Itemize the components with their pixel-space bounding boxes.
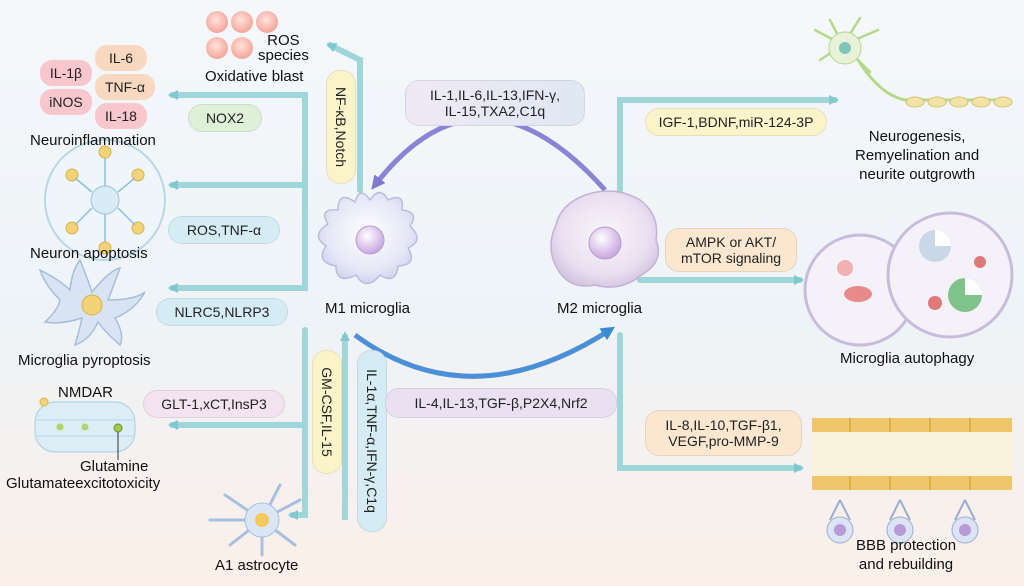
glutamine-label: Glutamine xyxy=(80,458,149,475)
cytokine-tnfa: TNF-α xyxy=(95,74,155,100)
pill-ros-tnfa: ROS,TNF-α xyxy=(168,216,280,244)
microglia-autophagy-label: Microglia autophagy xyxy=(840,350,975,367)
a1-astrocyte-icon xyxy=(208,483,302,557)
pill-igf1-bdnf: IGF-1,BDNF,miR-124-3P xyxy=(645,108,827,136)
glutamate-excitotoxicity-label: Glutamateexcitotoxicity xyxy=(6,475,161,492)
m1-microglia-icon xyxy=(317,191,418,285)
pill-nfkb-notch-text: NF-κB,Notch xyxy=(333,86,349,168)
cytokine-il18: IL-18 xyxy=(95,103,147,129)
pill-m2-to-m1-cytokines: IL-1,IL-6,IL-13,IFN-γ, IL-15,TXA2,C1q xyxy=(405,80,585,126)
oxidative-blast-label: Oxidative blast xyxy=(205,68,304,85)
apoptotic-neuron-icon xyxy=(44,139,166,261)
bbb-mediator-line2: VEGF,pro-MMP-9 xyxy=(668,433,779,449)
ampk-line2: mTOR signaling xyxy=(680,250,782,266)
pill-ampk-akt-mtor: AMPK or AKT/ mTOR signaling xyxy=(665,228,797,272)
pill-il1a-tnfa-ifng-c1q: IL-1α,TNF-α,IFN-γ,C1q xyxy=(357,350,387,532)
pill-il1a-text: IL-1α,TNF-α,IFN-γ,C1q xyxy=(364,369,380,513)
pill-glt1-xct-insp3: GLT-1,xCT,InsP3 xyxy=(143,390,285,418)
neurogenesis-line3: neurite outgrowth xyxy=(859,166,976,183)
cytokine-il6: IL-6 xyxy=(95,45,147,71)
m1-microglia-label: M1 microglia xyxy=(325,300,411,317)
cytokine-inos: iNOS xyxy=(40,89,92,115)
myelinated-neuron-icon xyxy=(813,16,1013,108)
bbb-mediator-line1: IL-8,IL-10,TGF-β1, xyxy=(665,417,782,433)
autophagy-cell-icon xyxy=(803,211,1014,347)
pill-nlrc5-nlrp3: NLRC5,NLRP3 xyxy=(156,298,288,326)
pill-nox2: NOX2 xyxy=(188,104,262,132)
m1-output-arrows xyxy=(168,42,363,520)
m1-to-m2-arrow xyxy=(353,326,616,379)
glutamate-synapse-icon xyxy=(34,397,136,460)
nmdar-label: NMDAR xyxy=(58,384,113,401)
neuroinflammation-label: Neuroinflammation xyxy=(30,132,156,149)
microglia-pyroptosis-label: Microglia pyroptosis xyxy=(18,352,151,369)
neuron-apoptosis-label: Neuron apoptosis xyxy=(30,245,148,262)
bbb-vessel-icon xyxy=(812,418,1012,544)
bbb-line1: BBB protection xyxy=(856,537,957,554)
m2-microglia-label: M2 microglia xyxy=(557,300,643,317)
pyroptotic-microglia-icon xyxy=(38,258,146,347)
a1-astrocyte-label: A1 astrocyte xyxy=(215,557,299,574)
neurogenesis-label: Neurogenesis, Remyelination and neurite … xyxy=(855,127,979,184)
m2-output-arrows xyxy=(617,95,839,473)
pill-m1-to-m2-cytokines: IL-4,IL-13,TGF-β,P2X4,Nrf2 xyxy=(385,388,617,418)
ampk-line1: AMPK or AKT/ xyxy=(685,234,777,250)
cytokine-il1b: IL-1β xyxy=(40,60,92,86)
pill-gmcsf-il15: GM-CSF,IL-15 xyxy=(312,350,342,474)
neurogenesis-line1: Neurogenesis, xyxy=(868,128,966,145)
m2-to-m1-arrow xyxy=(371,116,607,192)
neurogenesis-line2: Remyelination and xyxy=(855,147,980,164)
ros-label: ROS species xyxy=(258,33,309,63)
ros-spheres-icon xyxy=(206,11,278,59)
bbb-label: BBB protection and rebuilding xyxy=(856,536,956,574)
bbb-line2: and rebuilding xyxy=(858,556,954,573)
pill-nfkb-notch: NF-κB,Notch xyxy=(326,70,356,184)
pill-il8-il10-vegf: IL-8,IL-10,TGF-β1, VEGF,pro-MMP-9 xyxy=(645,410,802,456)
ros-line2: species xyxy=(258,47,309,64)
pill-gmcsf-il15-text: GM-CSF,IL-15 xyxy=(319,367,335,457)
m2-to-m1-text: IL-1,IL-6,IL-13,IFN-γ, IL-15,TXA2,C1q xyxy=(430,87,560,119)
m2-microglia-icon xyxy=(550,190,660,288)
ros-line1: ROS xyxy=(267,32,300,49)
